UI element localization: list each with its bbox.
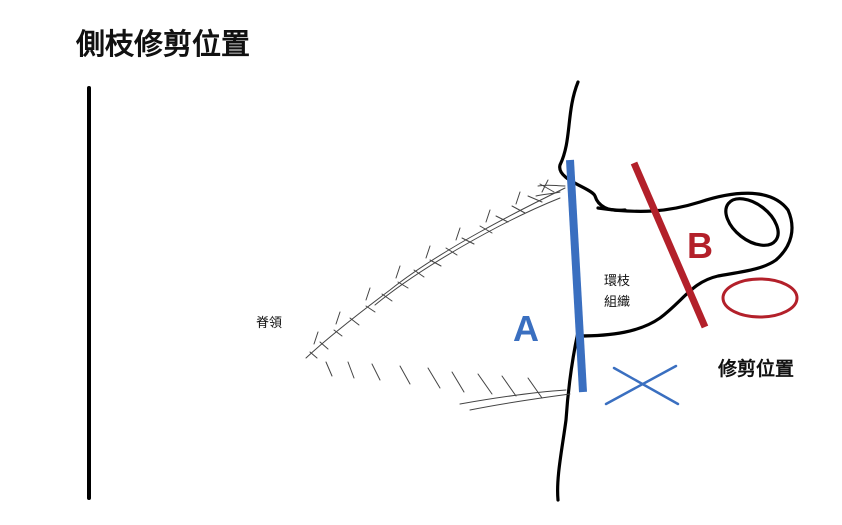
cut-b-line	[630, 161, 709, 329]
pruning-position-label: 修剪位置	[717, 357, 794, 380]
collar-label-line2: 組織	[604, 295, 630, 310]
page-title: 側枝修剪位置	[75, 27, 250, 61]
cut-b-label: B	[687, 225, 713, 266]
collar-label-line1: 環枝	[604, 274, 630, 289]
side-branch-outline	[576, 191, 794, 338]
branch-bark-outline	[556, 80, 627, 502]
branch-bark-ridge	[305, 179, 566, 359]
lower-bark-strokes	[325, 361, 571, 411]
cut-a-label: A	[513, 308, 539, 349]
ridge-label: 脊領	[256, 315, 282, 331]
cut-a-line	[566, 159, 587, 393]
branch-cut-end-ellipse	[724, 197, 780, 247]
circle-correct-mark	[721, 277, 799, 319]
cross-wrong-mark	[604, 364, 680, 406]
